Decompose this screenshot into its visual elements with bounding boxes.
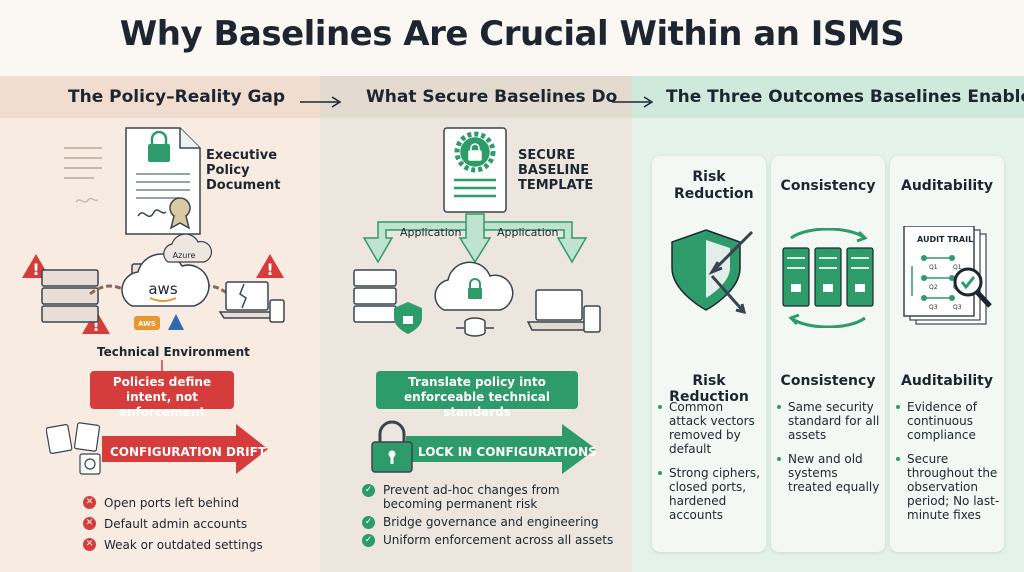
lock-in-configurations-banner xyxy=(371,420,596,474)
scattered-config-icon xyxy=(46,422,101,475)
card-subtitle: Risk Reduction xyxy=(669,373,749,405)
list-item: Evidence of continuous compliance xyxy=(896,400,1002,442)
close-icon: ✕ xyxy=(83,496,96,509)
svg-text:Q1: Q1 xyxy=(953,264,962,271)
list-item: Common attack vectors removed by default xyxy=(658,400,764,456)
list-item: ✓Uniform enforcement across all assets xyxy=(362,533,613,547)
server-icon xyxy=(353,269,397,323)
card-subtitle: Consistency xyxy=(780,373,876,389)
outcome-card-auditability: Auditability Q1 Q1 Q2 Q2 Q3 Q3 Auditabil… xyxy=(890,156,1004,552)
magnifier-check-icon xyxy=(953,267,992,308)
card-list: Common attack vectors removed by default… xyxy=(658,400,764,532)
svg-text:AWS: AWS xyxy=(138,320,156,328)
technical-environment-label: Technical Environment xyxy=(97,345,250,359)
close-icon: ✕ xyxy=(83,538,96,551)
svg-text:!: ! xyxy=(32,260,39,279)
laptop-icon xyxy=(526,289,601,333)
heading-band-3 xyxy=(632,76,1024,118)
svg-text:aws: aws xyxy=(148,280,177,298)
cloud-lock-icon xyxy=(434,261,514,337)
list-item: Same security standard for all assets xyxy=(777,400,883,442)
card-title: Consistency xyxy=(780,178,876,194)
policies-intent-callout: Policies define intent, not enforcement xyxy=(90,371,234,419)
outcome-card-risk-reduction: Risk Reduction Risk Reduction Common att… xyxy=(652,156,766,552)
policy-document-icon xyxy=(125,127,201,235)
check-icon: ✓ xyxy=(362,516,375,529)
svg-text:Q2: Q2 xyxy=(929,284,938,291)
check-icon: ✓ xyxy=(362,534,375,547)
svg-text:Q3: Q3 xyxy=(953,304,962,311)
warning-icon: ! xyxy=(256,254,284,279)
heading-band-2 xyxy=(320,76,632,118)
baseline-template-label: SECURE BASELINE TEMPLATE xyxy=(518,148,594,193)
policy-gap-illustration: ! ! ! aws Azure AWS xyxy=(22,127,285,335)
baseline-benefit-list: ✓Prevent ad-hoc changes from becoming pe… xyxy=(362,483,613,551)
flow-arrow-icon xyxy=(300,96,342,108)
connector-line xyxy=(161,360,163,372)
server-rack-icon xyxy=(41,269,99,323)
gap-issue-list: ✕Open ports left behind ✕Default admin a… xyxy=(83,492,263,555)
configuration-drift-banner xyxy=(46,422,268,475)
card-list: Evidence of continuous compliance Secure… xyxy=(896,400,1002,532)
close-icon: ✕ xyxy=(83,517,96,530)
heading-policy-gap: The Policy–Reality Gap xyxy=(68,87,286,107)
shield-lock-icon xyxy=(394,302,422,334)
heading-band-1 xyxy=(0,76,320,118)
configuration-drift-label: CONFIGURATION DRIFT xyxy=(110,445,267,459)
broken-laptop-icon xyxy=(218,281,285,323)
svg-text:Azure: Azure xyxy=(173,251,196,260)
card-title: Auditability xyxy=(901,178,993,194)
flow-arrow-icon xyxy=(612,96,654,108)
application-label: Application xyxy=(400,226,462,239)
svg-text:Q1: Q1 xyxy=(929,264,938,271)
audit-trail-label: AUDIT TRAIL xyxy=(917,235,974,244)
list-item: ✓Bridge governance and engineering xyxy=(362,515,613,529)
page-title: Why Baselines Are Crucial Within an ISMS xyxy=(119,14,905,54)
list-item: New and old systems treated equally xyxy=(777,452,883,494)
svg-text:!: ! xyxy=(92,316,99,335)
check-icon: ✓ xyxy=(362,484,375,497)
card-title: Risk Reduction xyxy=(674,169,754,202)
audit-trail-icon: Q1 Q1 Q2 Q2 Q3 Q3 xyxy=(903,226,992,325)
list-item: Strong ciphers, closed ports, hardened a… xyxy=(658,466,764,522)
card-subtitle: Auditability xyxy=(901,373,993,389)
outcome-card-consistency: Consistency Consistency Same security st… xyxy=(771,156,885,552)
heading-outcomes: The Three Outcomes Baselines Enable xyxy=(666,87,1024,107)
shield-arrows-icon xyxy=(671,229,754,315)
secure-baseline-illustration xyxy=(353,127,601,337)
card-list: Same security standard for all assets Ne… xyxy=(777,400,883,504)
heading-secure-baselines: What Secure Baselines Do xyxy=(366,87,618,107)
list-item: ✕Default admin accounts xyxy=(83,513,263,534)
baseline-template-icon xyxy=(443,127,507,213)
list-item: ✕Weak or outdated settings xyxy=(83,534,263,555)
synced-servers-icon xyxy=(782,228,874,328)
application-label: Application xyxy=(497,226,559,239)
policy-document-label: Executive Policy Document xyxy=(206,148,281,193)
padlock-icon xyxy=(371,420,413,473)
translate-policy-callout: Translate policy into enforceable techni… xyxy=(376,371,578,419)
lock-in-configurations-label: LOCK IN CONFIGURATIONS xyxy=(418,445,597,459)
svg-text:!: ! xyxy=(266,260,273,279)
svg-text:Q3: Q3 xyxy=(929,304,938,311)
list-item: Secure throughout the observation period… xyxy=(896,452,1002,522)
list-item: ✕Open ports left behind xyxy=(83,492,263,513)
list-item: ✓Prevent ad-hoc changes from becoming pe… xyxy=(362,483,612,511)
